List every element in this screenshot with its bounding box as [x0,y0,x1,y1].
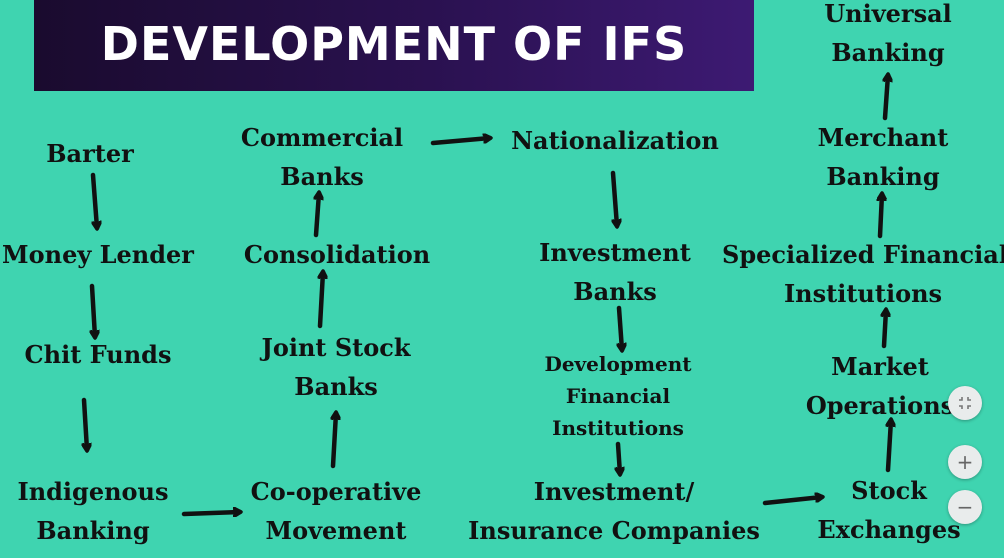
node-nationalization: Nationalization [511,126,719,155]
collapse-icon [959,397,971,409]
arrow-stock-to-market [888,420,891,473]
zoom-out-button[interactable]: − [948,490,982,524]
arrow-investment-to-development [619,305,622,350]
arrow-cooperative-to-joint-stock [333,413,336,469]
node-investment-banks: Investment Banks [539,238,691,306]
arrow-investment-insurance-to-stock [762,497,822,506]
arrow-market-to-specialized [884,310,886,349]
node-chit-funds: Chit Funds [24,340,172,369]
node-specialized-financial-institutions: Specialized Financial Institutions [722,240,1004,308]
node-barter: Barter [46,139,134,168]
arrow-commercial-to-nationalization [430,138,490,146]
node-market-operations: Market Operations [805,352,955,420]
arrow-merchant-to-universal [885,75,888,121]
page-title: DEVELOPMENT OF IFS [100,17,688,71]
arrow-specialized-to-merchant [880,194,882,239]
arrow-chit-funds-to-indigenous [84,397,87,450]
node-investment-insurance-companies: Investment/ Insurance Companies [468,477,760,545]
arrow-nationalization-to-investment [610,170,617,226]
node-cooperative-movement: Co-operative Movement [250,477,422,545]
node-money-lender: Money Lender [2,240,194,269]
node-universal-banking: Universal Banking [824,0,952,67]
arrow-consolidation-to-commercial [316,193,319,238]
arrow-joint-stock-to-consolidation [320,272,323,329]
node-consolidation: Consolidation [243,240,431,269]
node-development-financial-institutions: Development Financial Institutions [544,352,692,440]
node-commercial-banks: Commercial Banks [240,123,404,191]
collapse-button[interactable] [948,386,982,420]
zoom-in-button[interactable]: + [948,445,982,479]
title-banner: DEVELOPMENT OF IFS [34,0,754,91]
arrow-barter-to-money-lender [90,172,97,228]
arrow-development-to-investment-insurance [618,441,620,474]
node-stock-exchanges: Stock Exchanges [817,476,961,544]
arrow-indigenous-to-cooperative [181,512,240,514]
node-joint-stock-banks: Joint Stock Banks [261,333,411,401]
node-merchant-banking: Merchant Banking [817,123,949,191]
arrow-money-lender-to-chit-funds [92,283,95,337]
node-indigenous-banking: Indigenous Banking [17,477,169,545]
